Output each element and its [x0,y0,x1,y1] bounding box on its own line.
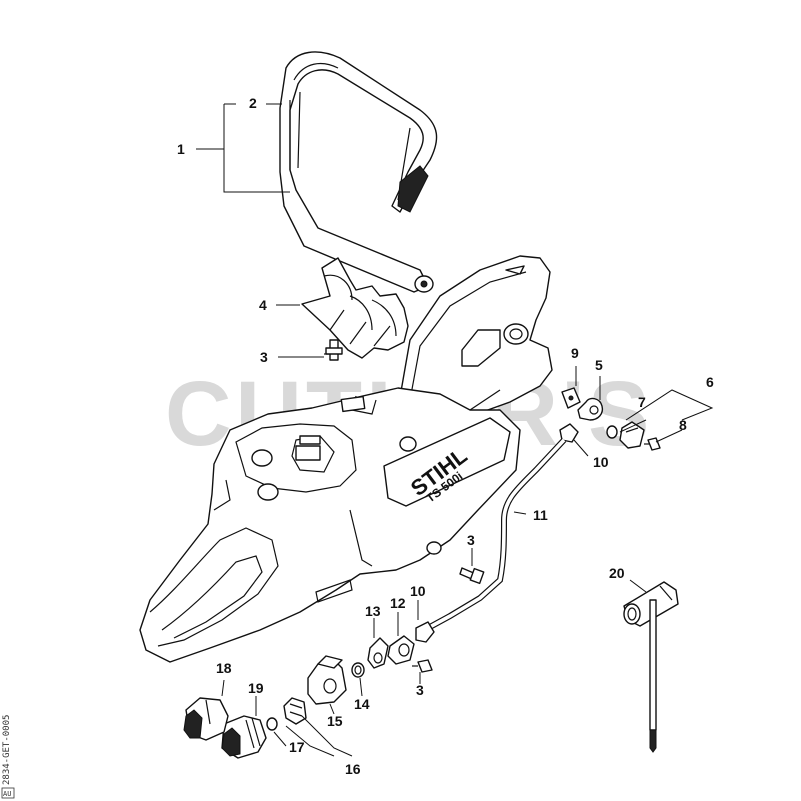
callout-3: 3 [260,349,268,365]
handle-bar [279,51,438,293]
callout-3-lower: 3 [416,682,424,698]
callout-1: 1 [177,141,185,157]
callout-10-lower: 10 [410,583,426,599]
callout-16: 16 [345,761,361,777]
callout-2: 2 [249,95,257,111]
water-hose [426,437,567,631]
callout-11: 11 [533,507,548,523]
callout-17: 17 [289,739,305,755]
callout-7: 7 [638,394,646,410]
callout-14: 14 [354,696,370,712]
callout-5: 5 [595,357,603,373]
callout-6: 6 [706,374,714,390]
callout-12: 12 [390,595,406,611]
revision-label: AU [3,790,11,798]
revision-box [1,787,15,799]
vibration-mount [301,257,409,359]
callout-3-middle: 3 [467,532,475,548]
callout-19: 19 [248,680,264,696]
callout-20: 20 [609,565,625,581]
leader-lines [196,103,714,757]
callout-15: 15 [327,713,343,729]
water-assembly-lower [183,621,435,759]
document-code: 2834-GET-0005 [2,715,12,785]
saw-housing: STIHL TS 500i [139,255,553,663]
callout-8: 8 [679,417,687,433]
callouts: 1 2 3 4 5 6 7 8 9 10 11 3 10 12 13 3 14 … [177,95,714,777]
callout-13: 13 [365,603,381,619]
callout-10-upper: 10 [593,454,609,470]
water-fitting-upper [559,387,661,451]
callout-9: 9 [571,345,579,361]
callout-18: 18 [216,660,232,676]
screw-top [324,339,343,361]
callout-4: 4 [259,297,267,313]
combination-wrench [623,581,679,753]
screw-middle [459,567,485,585]
